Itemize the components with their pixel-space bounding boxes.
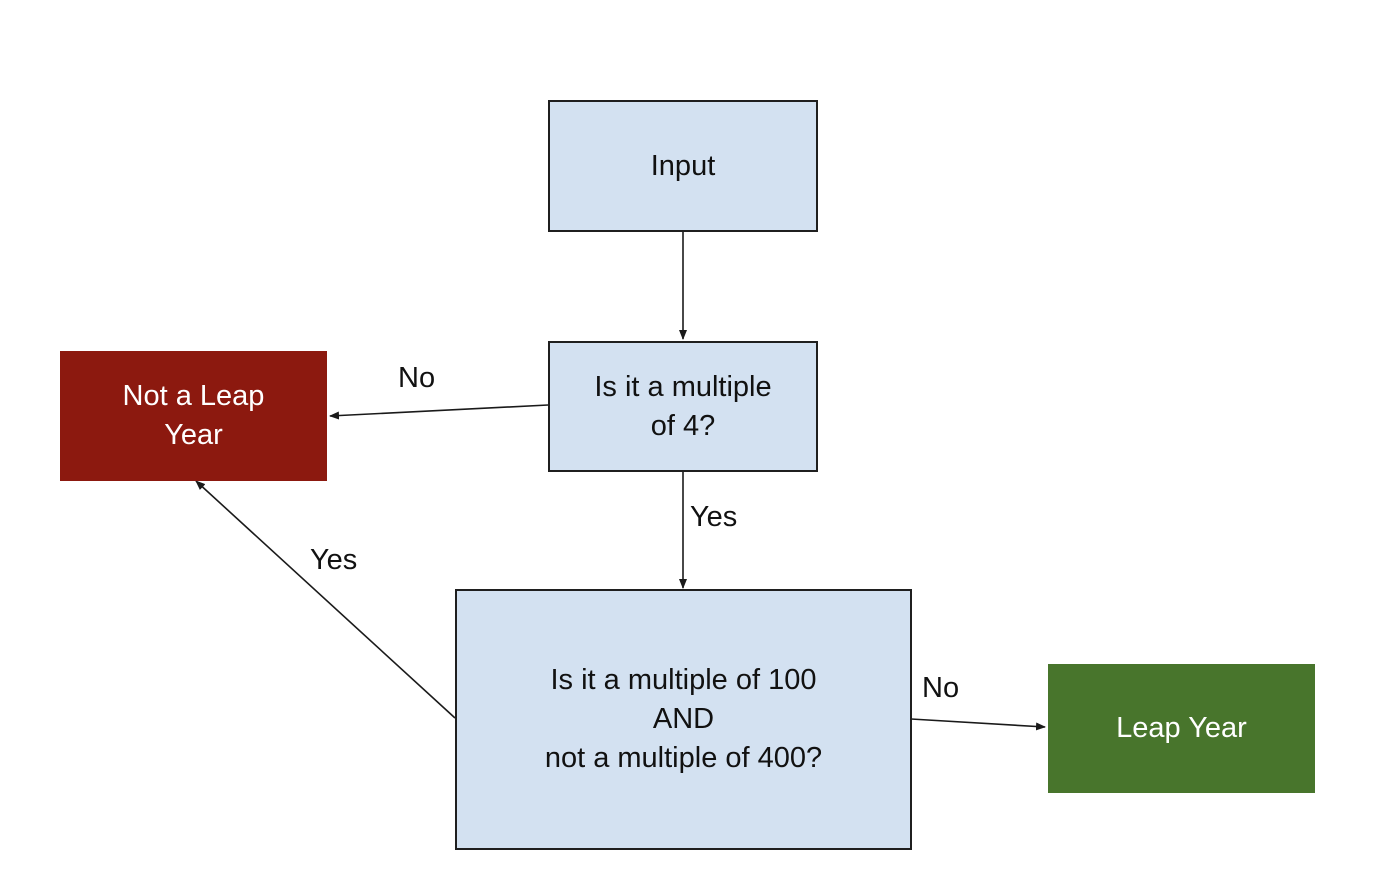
arrow-mult4-no-to-not-leap — [329, 404, 549, 420]
not-leap-year-line-2: Year — [164, 419, 223, 451]
not-leap-year-line-1: Not a Leap — [122, 380, 265, 412]
arrow-mult100-no-to-leap — [910, 718, 1046, 731]
leap-year-label: Leap Year — [1116, 712, 1247, 744]
edge-label-mult100-yes: Yes — [310, 544, 358, 576]
edge-label-mult100-no: No — [922, 672, 960, 704]
multiple-of-4-line-2: of 4? — [650, 409, 716, 442]
multiple-of-100-decision: Is it a multiple of 100 AND not a multip… — [455, 589, 912, 850]
multiple-of-100-line-2: AND — [652, 703, 715, 735]
multiple-of-100-line-3: not a multiple of 400? — [544, 742, 823, 774]
not-leap-year-result: Not a Leap Year — [60, 351, 327, 481]
multiple-of-100-line-1: Is it a multiple of 100 — [550, 664, 817, 696]
input-node: Input — [548, 100, 818, 232]
input-node-label: Input — [650, 149, 716, 182]
arrow-mult100-yes-to-not-leap — [195, 480, 456, 719]
edge-label-mult4-yes: Yes — [690, 501, 738, 533]
edge-label-mult4-no: No — [398, 362, 436, 394]
multiple-of-4-decision: Is it a multiple of 4? — [548, 341, 818, 472]
multiple-of-4-line-1: Is it a multiple — [594, 370, 772, 403]
leap-year-result: Leap Year — [1048, 664, 1315, 793]
